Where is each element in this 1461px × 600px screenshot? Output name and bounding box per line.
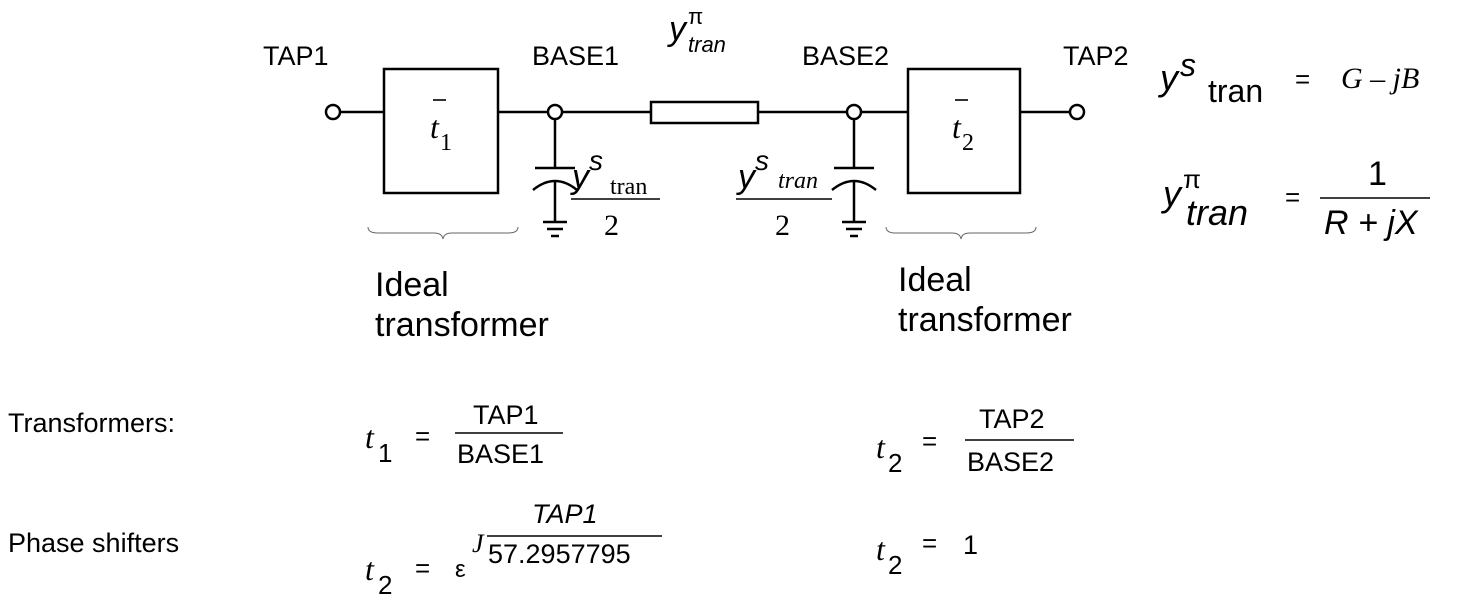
- ps2-formula-lhs-subscript: 2: [888, 550, 902, 580]
- t1-formula-numerator: TAP1: [473, 400, 539, 430]
- right-shunt-capacitor: [831, 119, 877, 222]
- t2-formula-equals: =: [922, 426, 937, 456]
- ps-formula-lhs-subscript: 2: [378, 570, 392, 600]
- t2-formula-lhs-subscript: 2: [888, 448, 902, 478]
- base2-label: BASE2: [802, 41, 889, 71]
- left-transformer-brace: [367, 226, 519, 240]
- right-transformer-brace: [885, 226, 1037, 240]
- right-shunt-tran: tran: [778, 168, 818, 194]
- ps2-formula-equals: =: [922, 528, 937, 558]
- ideal-transformer-2-block: [906, 67, 1022, 195]
- t1-formula-lhs: t: [365, 419, 375, 455]
- ys-eq-y: y: [1157, 57, 1180, 98]
- ps-formula-equals: =: [415, 553, 430, 583]
- ps-formula-lhs: t: [365, 551, 375, 587]
- series-admittance-pi: π: [688, 4, 703, 29]
- ys-eq-tran: tran: [1208, 73, 1263, 109]
- t2-formula-numerator: TAP2: [979, 404, 1045, 434]
- t2-block-subscript: 2: [962, 130, 974, 156]
- right-ground-icon: [842, 220, 866, 238]
- left-shunt-denominator: 2: [604, 209, 619, 242]
- left-shunt-capacitor: [532, 119, 578, 222]
- ps-formula-exp-j: J: [472, 529, 485, 558]
- right-shunt-s: s: [755, 145, 769, 176]
- t2-formula-denominator: BASE2: [967, 447, 1054, 477]
- base2-node: [845, 103, 863, 121]
- tap1-label: TAP1: [263, 41, 329, 71]
- ypi-eq-pi: π: [1183, 164, 1201, 194]
- ypi-eq-y: y: [1160, 173, 1183, 214]
- phase-shifters-row-label: Phase shifters: [8, 528, 179, 558]
- tap2-label: TAP2: [1063, 41, 1129, 71]
- series-admittance-resistor: [649, 100, 760, 125]
- right-shunt-y: y: [736, 158, 757, 196]
- ideal-transformer-1-block: [382, 67, 500, 195]
- ypi-eq-denominator: R + jX: [1324, 204, 1419, 242]
- ideal-transformer-left-line2: transformer: [375, 306, 549, 344]
- ps2-formula-lhs: t: [876, 531, 886, 567]
- ps2-formula-rhs: 1: [963, 530, 978, 560]
- t1-block-subscript: 1: [440, 130, 452, 156]
- ideal-transformer-right-line2: transformer: [898, 301, 1072, 339]
- tap1-terminal: [324, 103, 342, 121]
- left-shunt-y: y: [570, 158, 591, 196]
- tap2-terminal: [1068, 103, 1086, 121]
- ypi-eq-numerator: 1: [1368, 155, 1387, 193]
- series-admittance-tran: tran: [688, 32, 726, 57]
- ypi-eq-equals: =: [1285, 182, 1300, 212]
- t1-block-symbol: t: [430, 109, 440, 145]
- ps-formula-base: ε: [455, 556, 466, 583]
- ps-formula-exp-numerator: TAP1: [532, 499, 598, 529]
- ys-eq-equals: =: [1295, 64, 1310, 94]
- left-shunt-tran: tran: [610, 174, 647, 200]
- series-admittance-y: y: [667, 10, 688, 48]
- ideal-transformer-left-line1: Ideal: [375, 266, 449, 304]
- left-ground-icon: [543, 220, 567, 238]
- base1-label: BASE1: [532, 41, 619, 71]
- t2-formula-lhs: t: [876, 429, 886, 465]
- ys-eq-s: s: [1180, 47, 1196, 83]
- left-shunt-s: s: [589, 145, 603, 176]
- transformers-row-label: Transformers:: [8, 408, 175, 438]
- t1-formula-equals: =: [415, 421, 430, 451]
- ys-eq-rhs: G – jB: [1341, 62, 1419, 95]
- base1-node: [546, 103, 564, 121]
- t1-formula-lhs-subscript: 1: [378, 438, 392, 468]
- t1-formula-denominator: BASE1: [457, 439, 544, 469]
- right-shunt-denominator: 2: [775, 209, 790, 242]
- ideal-transformer-right-line1: Ideal: [898, 261, 972, 299]
- ypi-eq-tran: tran: [1186, 192, 1248, 233]
- t2-block-symbol: t: [952, 109, 962, 145]
- ps-formula-exp-denominator: 57.2957795: [488, 539, 631, 569]
